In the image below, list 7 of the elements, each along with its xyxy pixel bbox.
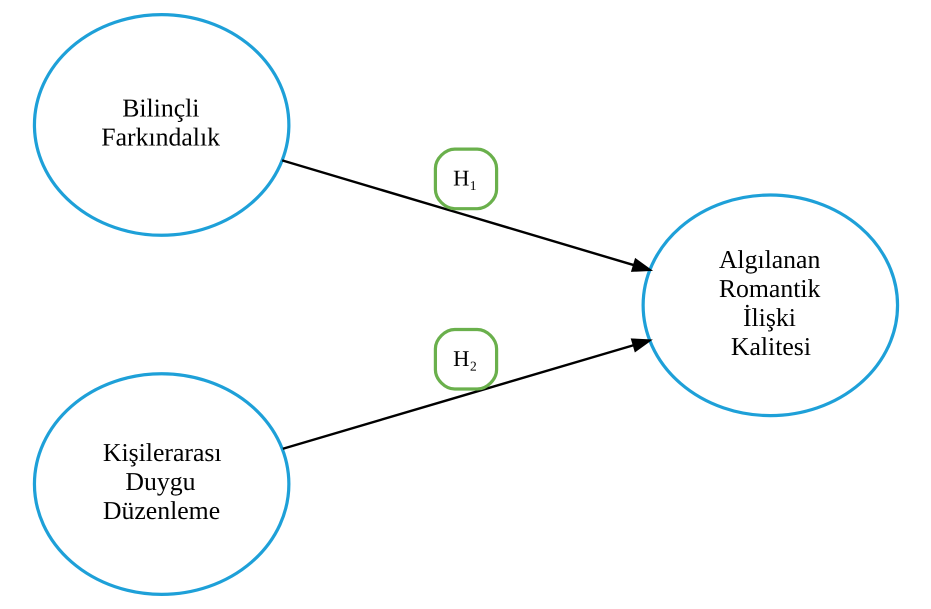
node-ellipse: Kişilerarası Duygu Düzenleme [32,372,290,596]
arrow [282,338,652,450]
node-ellipse: Bilinçli Farkındalık [32,13,290,237]
arrow [281,159,653,272]
edge-label: H₁ [452,166,477,191]
node-ellipse: Algılanan Romantik İlişki Kalitesi [641,193,899,418]
edge-label: H₂ [452,346,477,372]
